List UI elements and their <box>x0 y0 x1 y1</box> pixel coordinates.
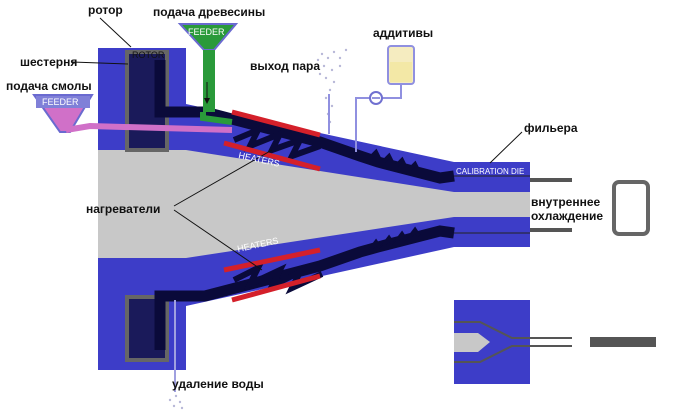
water-removal-label: удаление воды <box>172 377 264 391</box>
wood-feed-arrowhead <box>204 98 210 104</box>
heaters-label: нагреватели <box>86 202 161 216</box>
detail-line-top <box>454 321 572 339</box>
screw-teeth-top <box>368 148 421 173</box>
heater-top-2 <box>223 140 321 172</box>
screw-zigzag-top <box>232 124 322 162</box>
water-droplets <box>168 394 184 410</box>
wood-feed-label: подача древесины <box>153 5 266 19</box>
pointer-lines <box>71 17 523 271</box>
steam-vent <box>316 48 348 124</box>
detail-die-core <box>454 333 490 352</box>
feeder-top-inner-label: FEEDER <box>188 27 225 37</box>
wood-feed-chute <box>203 50 215 112</box>
profile-cross-section <box>612 180 650 236</box>
gear-label: шестерня <box>20 55 78 69</box>
resin-feeder-band <box>36 96 90 108</box>
additives-label: аддитивы <box>373 26 434 40</box>
heater-bottom-1 <box>223 247 321 273</box>
cooling-label-line2: охлаждение <box>531 209 604 223</box>
steam-out-label: выход пара <box>250 59 321 73</box>
detail-line-bottom <box>454 345 572 363</box>
rotor-inner-label: ROTOR <box>132 50 165 60</box>
die-label: фильера <box>524 121 578 135</box>
calibration-die-label: CALIBRATION DIE <box>456 167 524 176</box>
resin-feed-label: подача смолы <box>6 79 92 93</box>
core-mandrel <box>98 150 454 258</box>
heater-top-1 <box>231 109 321 138</box>
resin-feed-line <box>65 122 233 133</box>
cooling-label-line1: внутреннее <box>531 195 601 209</box>
screw-top <box>154 60 455 184</box>
die-core <box>454 192 530 217</box>
wood-feed-bottom <box>200 112 233 125</box>
feeder-left-inner-label: FEEDER <box>42 97 79 107</box>
additive-fill <box>390 62 412 82</box>
screw-bottom <box>154 225 455 350</box>
screw-teeth-bottom <box>368 226 421 252</box>
heater-bottom-2 <box>231 273 321 303</box>
rotor-label: ротор <box>88 3 123 17</box>
